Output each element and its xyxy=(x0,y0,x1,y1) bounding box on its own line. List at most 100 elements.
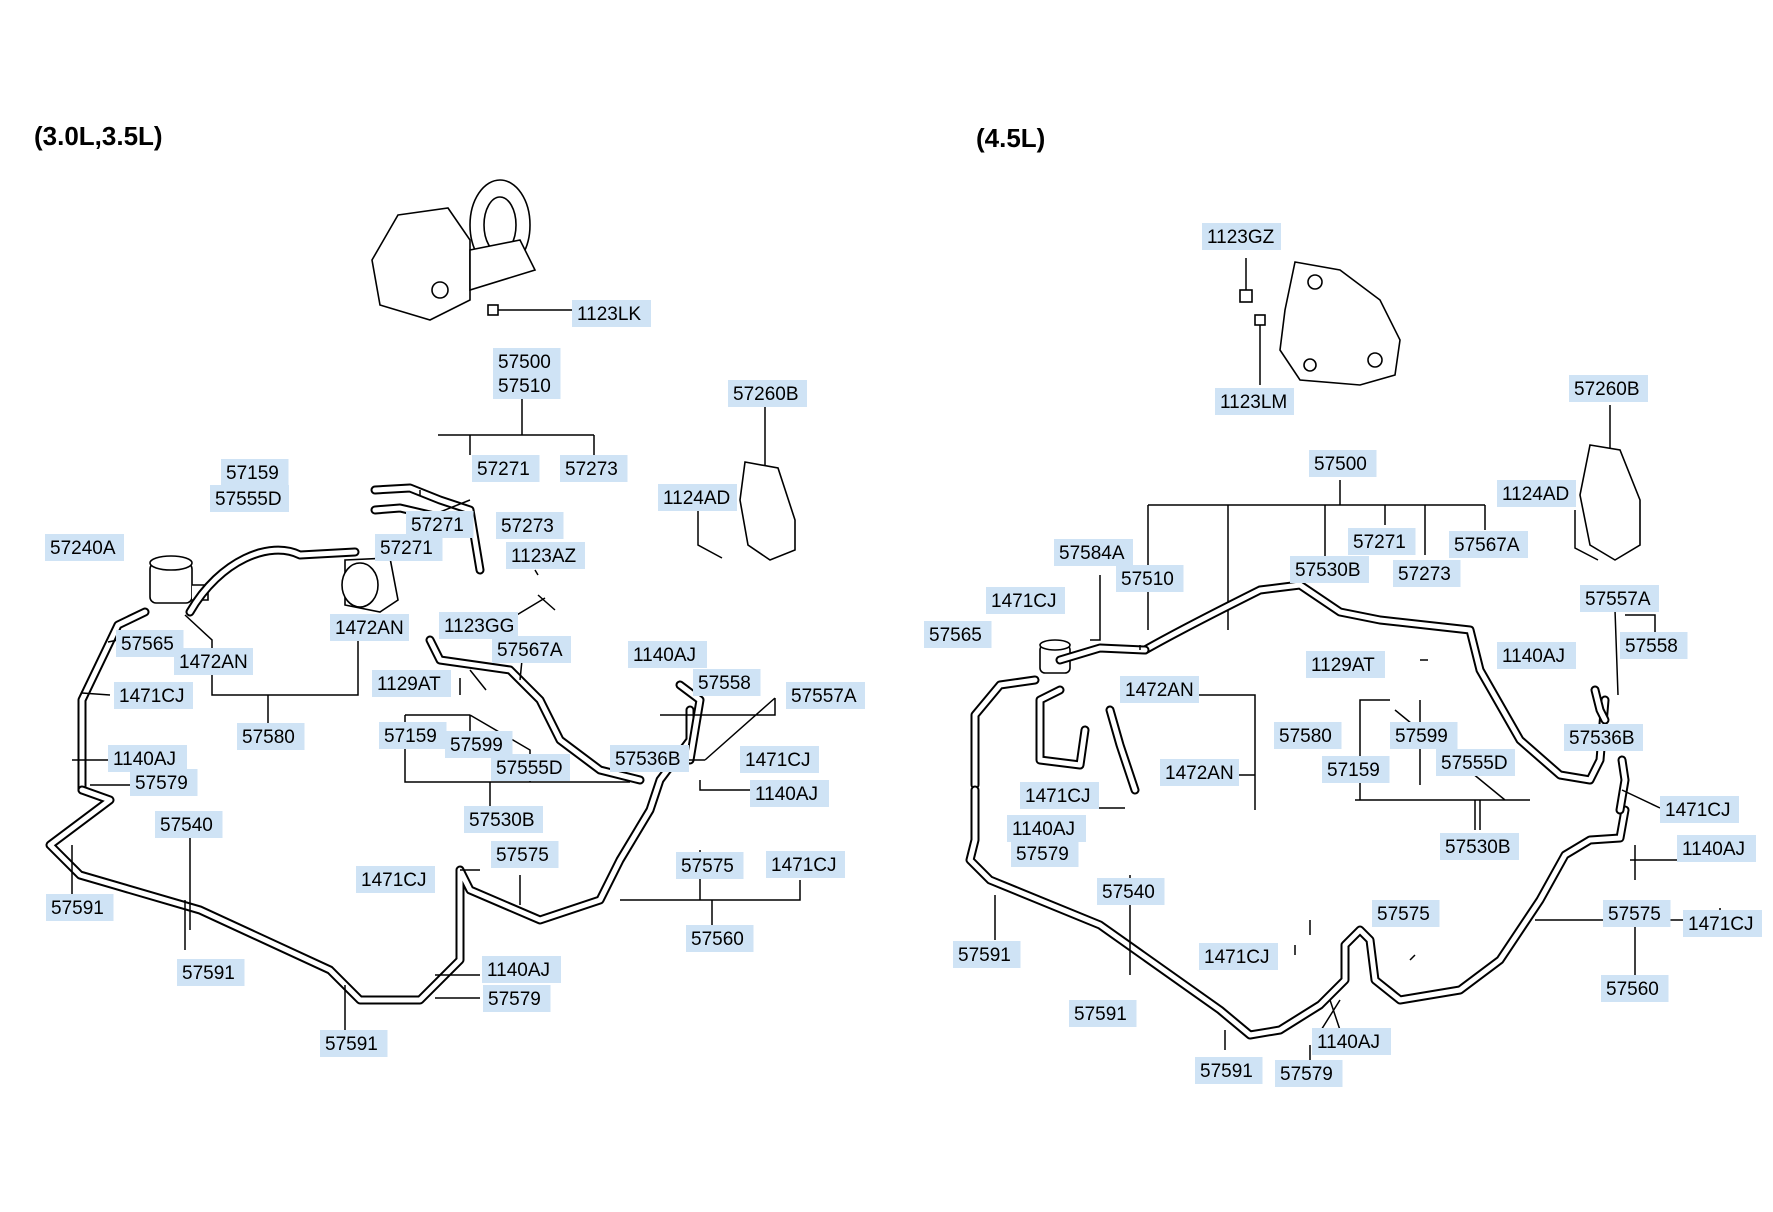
part-number-text: 57558 xyxy=(698,673,751,694)
part-number-text: 57591 xyxy=(182,963,235,984)
label-background xyxy=(114,682,193,709)
part-number-text: 1471CJ xyxy=(991,591,1057,612)
part-number-text: 1471CJ xyxy=(1665,800,1731,821)
part-number-text: 1140AJ xyxy=(1682,839,1745,860)
part-number-text: 57575 xyxy=(1377,904,1430,925)
left-diagram-drawing xyxy=(45,179,801,1040)
label-background xyxy=(1497,642,1576,669)
label-background xyxy=(610,745,689,772)
part-number-text: 57567A xyxy=(1454,535,1520,556)
label-background xyxy=(155,811,223,838)
label-background xyxy=(1116,565,1184,592)
part-number-text: 57599 xyxy=(450,735,503,756)
part-number-text: 1472AN xyxy=(179,652,248,673)
label-background xyxy=(1290,556,1369,583)
label-background xyxy=(493,372,561,399)
part-label: 1471CJ xyxy=(1020,782,1099,809)
label-background xyxy=(1322,756,1390,783)
label-background xyxy=(1601,975,1669,1002)
label-background xyxy=(728,380,807,407)
part-number-text: 57555D xyxy=(1441,753,1508,774)
part-label: 57560 xyxy=(686,925,754,952)
label-background xyxy=(1215,388,1294,415)
part-label: 1123LK xyxy=(572,300,651,327)
label-background xyxy=(237,723,305,750)
part-label: 57579 xyxy=(1011,840,1079,867)
label-background xyxy=(45,534,124,561)
part-label: 1472AN xyxy=(174,648,253,675)
part-label: 1471CJ xyxy=(356,866,435,893)
label-background xyxy=(406,511,474,538)
label-background xyxy=(493,348,561,375)
label-background xyxy=(750,780,829,807)
part-number-text: 1140AJ xyxy=(1317,1032,1380,1053)
label-background xyxy=(1449,531,1528,558)
label-background xyxy=(1620,632,1688,659)
label-background xyxy=(379,722,447,749)
part-number-text: 57560 xyxy=(691,929,744,950)
part-number-text: 57565 xyxy=(929,625,982,646)
label-background xyxy=(1160,759,1239,786)
part-number-text: 1472AN xyxy=(1165,763,1234,784)
label-background xyxy=(1306,651,1385,678)
label-background xyxy=(130,769,198,796)
part-number-text: 57555D xyxy=(496,758,563,779)
part-label: 1129AT xyxy=(1306,651,1385,678)
label-background xyxy=(1603,900,1671,927)
label-background xyxy=(628,641,707,668)
part-label: 57500 xyxy=(493,348,561,375)
part-label: 57540 xyxy=(1097,878,1165,905)
label-background xyxy=(46,894,114,921)
label-background xyxy=(464,806,543,833)
label-background xyxy=(506,542,585,569)
part-number-text: 57273 xyxy=(565,459,618,480)
part-label: 57558 xyxy=(1620,632,1688,659)
part-label: 57565 xyxy=(924,621,992,648)
part-label: 57558 xyxy=(693,669,761,696)
part-label: 57575 xyxy=(1603,900,1671,927)
label-background xyxy=(439,612,518,639)
label-background xyxy=(986,587,1065,614)
label-background xyxy=(1069,1000,1137,1027)
pump-bracket-illustration xyxy=(1279,261,1401,386)
part-number-text: 57591 xyxy=(325,1034,378,1055)
label-background xyxy=(491,754,570,781)
label-background xyxy=(483,985,551,1012)
part-label: 57575 xyxy=(676,852,744,879)
part-number-text: 1472AN xyxy=(1125,680,1194,701)
part-label: 57273 xyxy=(1393,560,1461,587)
part-number-text: 57536B xyxy=(1569,728,1635,749)
label-background xyxy=(1569,375,1648,402)
part-label: 57159 xyxy=(379,722,447,749)
part-label: 1140AJ xyxy=(482,956,561,983)
part-label: 1471CJ xyxy=(1683,910,1762,937)
part-label: 1123GZ xyxy=(1202,223,1281,250)
part-number-text: 1124AD xyxy=(663,488,730,509)
part-number-text: 57159 xyxy=(1327,760,1380,781)
part-label: 1123LM xyxy=(1215,388,1294,415)
part-label: 57159 xyxy=(221,459,289,486)
part-label: 57273 xyxy=(496,512,564,539)
part-label: 57536B xyxy=(1564,724,1643,751)
label-background xyxy=(740,746,819,773)
label-background xyxy=(686,925,754,952)
part-number-text: 57557A xyxy=(791,686,857,707)
part-number-text: 57530B xyxy=(1445,837,1511,858)
label-background xyxy=(1202,223,1281,250)
label-background xyxy=(1274,722,1342,749)
label-background xyxy=(1683,910,1762,937)
label-background xyxy=(560,455,628,482)
part-label: 1140AJ xyxy=(1677,835,1756,862)
part-label: 57557A xyxy=(786,682,865,709)
part-number-text: 57500 xyxy=(498,352,551,373)
part-label: 57567A xyxy=(1449,531,1528,558)
part-label: 57530B xyxy=(1290,556,1369,583)
part-number-text: 57260B xyxy=(733,384,799,405)
part-label: 57579 xyxy=(483,985,551,1012)
part-number-text: 57530B xyxy=(1295,560,1361,581)
part-number-text: 57271 xyxy=(411,515,464,536)
part-number-text: 1123LK xyxy=(577,304,641,325)
part-number-text: 57580 xyxy=(242,727,295,748)
part-number-text: 57240A xyxy=(50,538,116,559)
